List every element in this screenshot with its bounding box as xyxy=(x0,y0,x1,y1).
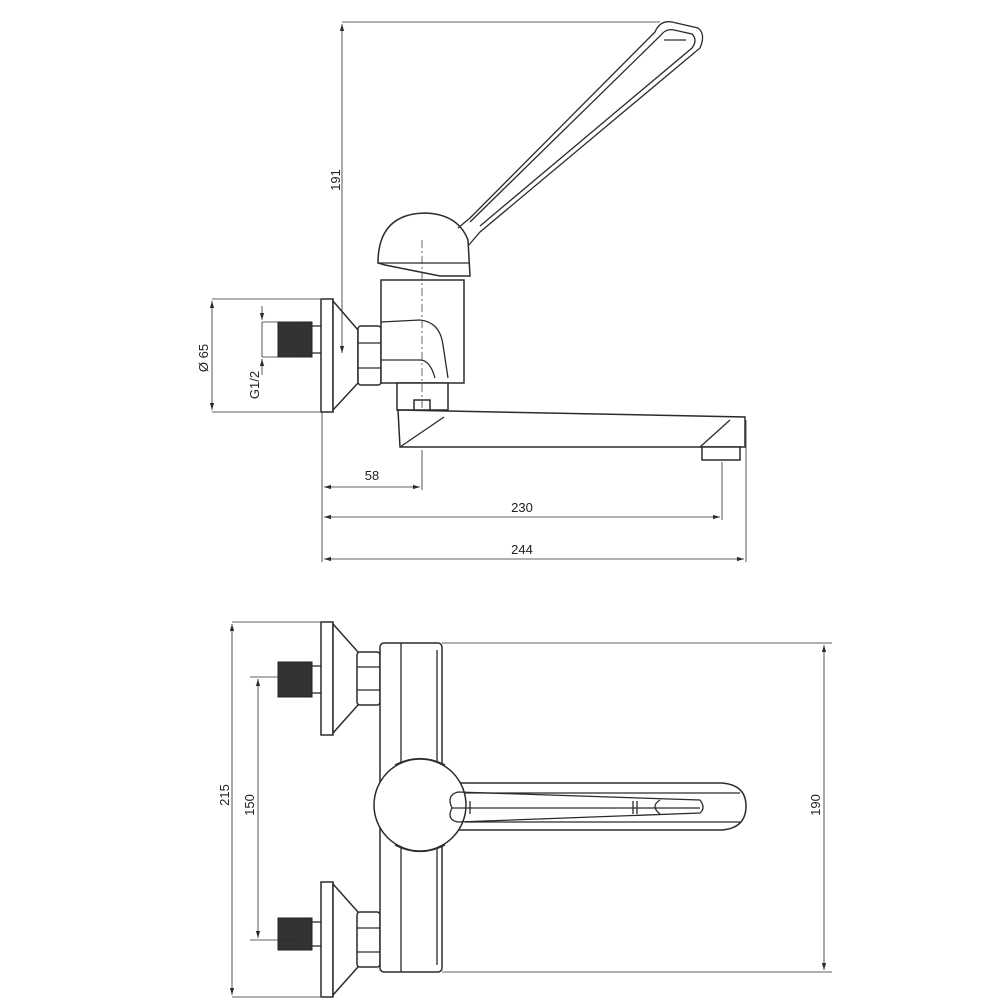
dimension-190-label: 190 xyxy=(808,794,823,816)
upper-hex-nut xyxy=(356,651,381,706)
dimension-thread-label: G1/2 xyxy=(247,371,262,399)
top-view: 215 150 190 xyxy=(217,621,832,998)
lower-hex-nut xyxy=(356,911,381,968)
dimension-244-label: 244 xyxy=(511,542,533,557)
upper-thread-connector xyxy=(277,661,313,698)
lower-thread-connector xyxy=(277,917,313,951)
spout-top xyxy=(439,782,747,831)
outlet-aerator xyxy=(701,446,741,461)
mixer-body xyxy=(380,279,465,384)
upper-wall-flange xyxy=(320,621,334,736)
dimension-diameter-65-label: Ø 65 xyxy=(196,344,211,372)
dimension-215-label: 215 xyxy=(217,784,232,806)
lever-handle xyxy=(457,21,704,247)
handle-dome-top xyxy=(373,758,467,852)
dimension-230-label: 230 xyxy=(511,500,533,515)
flange-cone xyxy=(332,298,359,412)
lever-handle-top xyxy=(449,791,704,823)
dimension-150-label: 150 xyxy=(242,794,257,816)
thread-connector xyxy=(277,321,313,358)
spout xyxy=(397,409,746,448)
handle-dome xyxy=(377,212,471,277)
dimension-191-label: 191 xyxy=(328,169,343,191)
hex-nut xyxy=(357,325,382,386)
side-view: 191 Ø 65 G1/2 58 230 244 xyxy=(196,21,747,562)
wall-flange xyxy=(320,298,334,413)
lower-wall-flange xyxy=(320,881,334,998)
dimension-58-label: 58 xyxy=(365,468,379,483)
